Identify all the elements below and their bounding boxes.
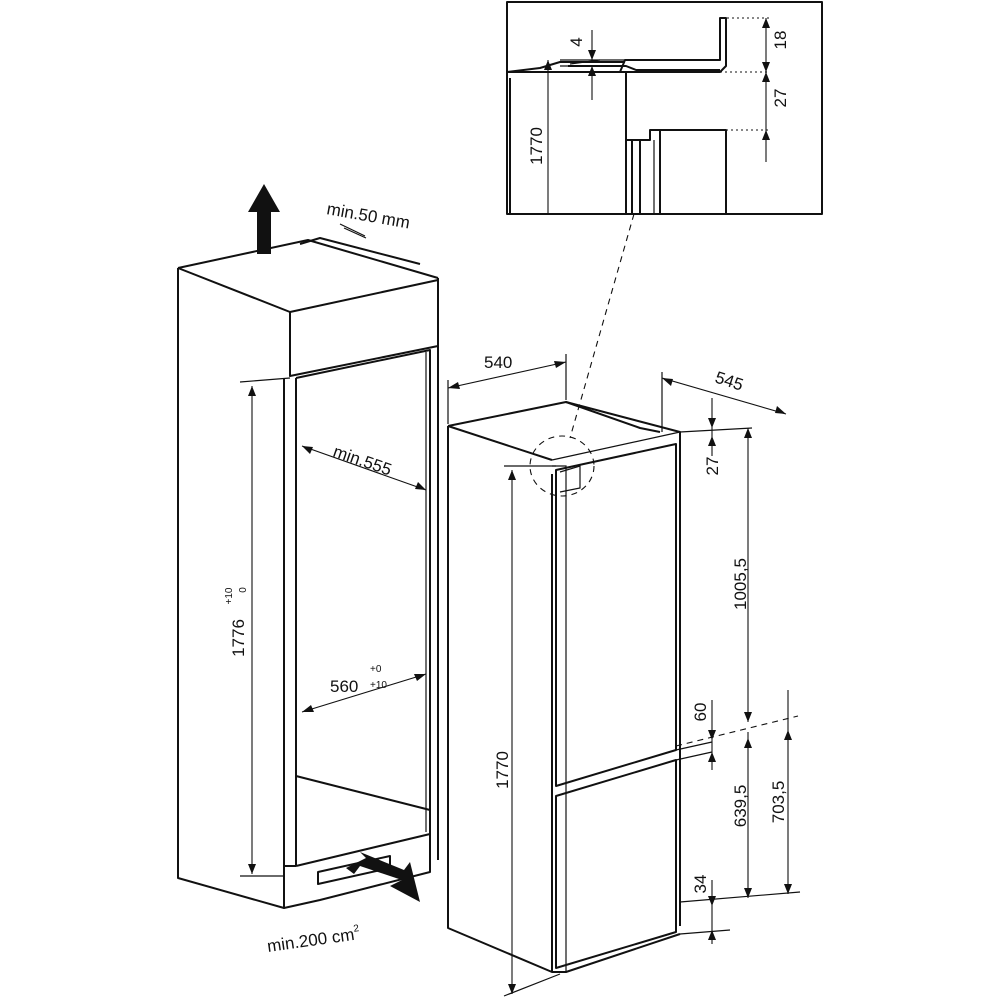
label-min-vent: min.200 cm2 [266, 923, 362, 956]
label-appliance-height: 1770 [493, 751, 512, 789]
label-niche-width: 560 [330, 677, 358, 696]
detail-dim-27: 27 [771, 89, 790, 108]
label-niche-width-tol-bottom: +10 [370, 680, 387, 691]
airflow-in-arrow [346, 852, 420, 902]
detail-dim-1770: 1770 [527, 127, 546, 165]
detail-dim-4: 4 [567, 37, 586, 46]
label-min-50mm: min.50 mm [325, 199, 411, 232]
label-niche-width-tol-top: +0 [370, 664, 382, 675]
label-niche-height-tol-top: +10 [224, 587, 235, 604]
label-lower-total: 703,5 [769, 781, 788, 824]
label-door-gap: 60 [691, 703, 710, 722]
niche-width-dim [301, 673, 427, 713]
detail-dim-18: 18 [771, 31, 790, 50]
appliance [447, 401, 713, 973]
niche-height-dim [239, 377, 291, 877]
label-appliance-width: 540 [484, 353, 512, 372]
detail-frame [506, 1, 823, 215]
callout-line [569, 213, 635, 439]
min-gap-dim [343, 227, 367, 239]
detail-circle [529, 435, 595, 497]
airflow-up-arrow [248, 184, 280, 254]
detail-inset: 4 18 27 1770 [506, 1, 823, 215]
label-bottom-gap: 34 [691, 875, 710, 894]
appliance-dims [447, 354, 801, 997]
label-top-gap: 27 [703, 457, 722, 476]
label-niche-depth: min.555 [331, 442, 394, 480]
label-niche-height: 1776 [229, 619, 248, 657]
label-appliance-depth: 545 [713, 368, 746, 395]
label-upper-door: 1005,5 [731, 558, 750, 610]
label-lower-door: 639,5 [731, 785, 750, 828]
niche-depth-dim [301, 445, 427, 491]
label-niche-height-tol-bottom: 0 [238, 587, 249, 593]
niche-cabinet [177, 223, 439, 909]
